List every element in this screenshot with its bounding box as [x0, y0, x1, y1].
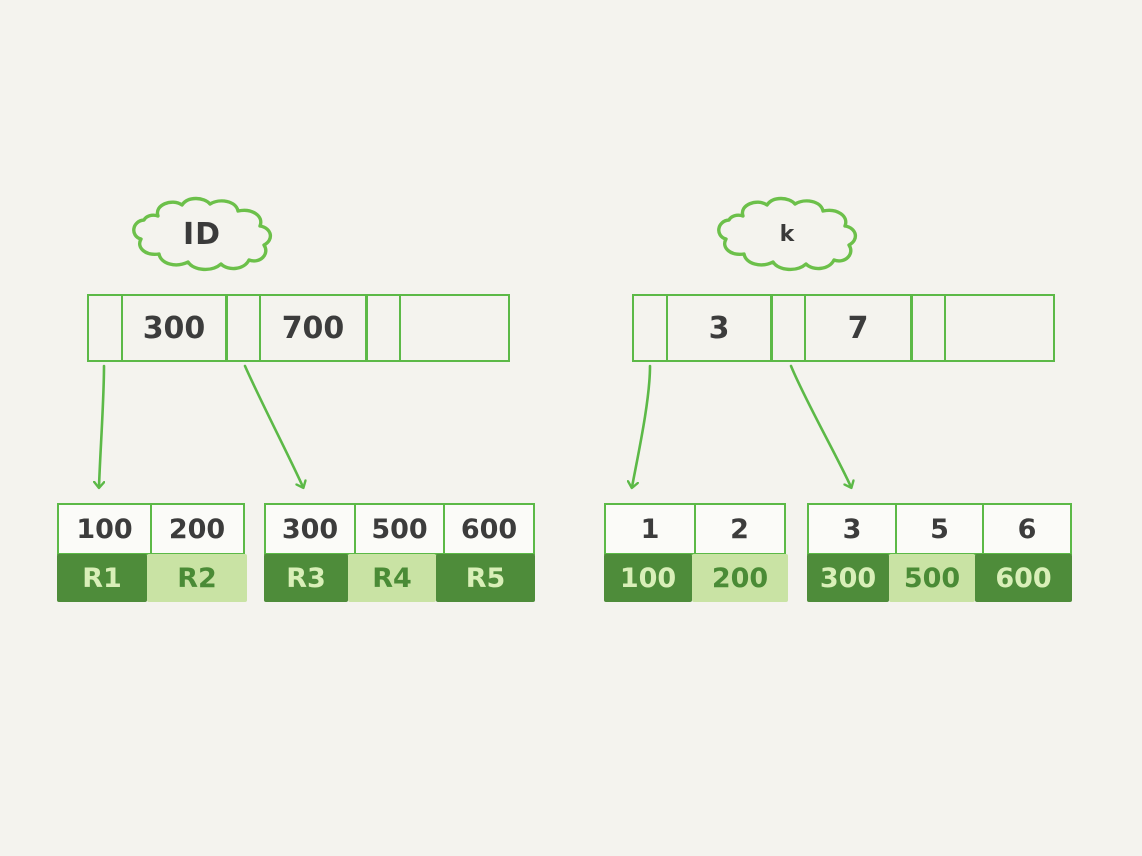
id-root-node: 300 700	[87, 294, 510, 362]
k-leaf-2-key-2: 6	[982, 503, 1072, 555]
arrow-k-root-to-leaf3	[632, 364, 652, 487]
id-leaf-1-key-1: 200	[149, 503, 245, 555]
k-leaf-2-value-2: 600	[975, 554, 1072, 602]
arrow-id-root-to-leaf1	[99, 364, 106, 487]
cloud-label-id: ID	[128, 196, 276, 274]
k-root-empty-slot	[943, 294, 1055, 362]
k-leaf-node-1: 1 2 100 200	[604, 503, 788, 602]
k-leaf-1-key-1: 2	[693, 503, 786, 555]
id-leaf-2-value-2: R5	[436, 554, 535, 602]
id-leaf-node-2: 300 500 600 R3 R4 R5	[264, 503, 535, 602]
id-root-key-300: 300	[120, 294, 228, 362]
cloud-label-id-text: ID	[182, 216, 222, 252]
id-leaf-2-value-row: R3 R4 R5	[264, 554, 535, 602]
id-root-pointer-1[interactable]	[225, 294, 261, 362]
id-leaf-2-value-1: R4	[348, 554, 436, 602]
k-leaf-node-2: 3 5 6 300 500 600	[807, 503, 1072, 602]
k-leaf-2-key-1: 5	[894, 503, 985, 555]
k-root-pointer-2[interactable]	[910, 294, 946, 362]
id-leaf-2-key-2: 600	[443, 503, 535, 555]
id-root-key-700: 700	[258, 294, 368, 362]
k-leaf-1-key-row: 1 2	[604, 503, 788, 555]
id-leaf-1-value-0: R1	[57, 554, 147, 602]
id-leaf-2-value-0: R3	[264, 554, 348, 602]
cloud-outline-icon	[717, 196, 857, 272]
k-leaf-1-value-row: 100 200	[604, 554, 788, 602]
arrow-id-root-to-leaf2	[243, 364, 303, 487]
id-leaf-2-key-0: 300	[264, 503, 356, 555]
k-root-pointer-0[interactable]	[632, 294, 668, 362]
k-root-pointer-1[interactable]	[770, 294, 806, 362]
k-leaf-2-key-0: 3	[807, 503, 897, 555]
k-leaf-2-key-row: 3 5 6	[807, 503, 1072, 555]
id-leaf-node-1: 100 200 R1 R2	[57, 503, 247, 602]
k-leaf-2-value-row: 300 500 600	[807, 554, 1072, 602]
k-leaf-2-value-1: 500	[889, 554, 975, 602]
id-leaf-2-key-1: 500	[353, 503, 446, 555]
k-root-key-3: 3	[665, 294, 773, 362]
cloud-label-k-text: k	[779, 221, 795, 247]
arrow-k-root-to-leaf4	[789, 364, 851, 487]
id-root-pointer-2[interactable]	[365, 294, 401, 362]
id-root-empty-slot	[398, 294, 510, 362]
k-leaf-1-key-0: 1	[604, 503, 696, 555]
k-root-key-7: 7	[803, 294, 913, 362]
id-leaf-1-value-row: R1 R2	[57, 554, 247, 602]
k-root-node: 3 7	[632, 294, 1055, 362]
id-leaf-1-key-row: 100 200	[57, 503, 247, 555]
id-leaf-2-key-row: 300 500 600	[264, 503, 535, 555]
id-leaf-1-value-1: R2	[147, 554, 247, 602]
k-leaf-1-value-1: 200	[692, 554, 788, 602]
cloud-label-k: k	[713, 196, 861, 274]
k-leaf-2-value-0: 300	[807, 554, 889, 602]
id-leaf-1-key-0: 100	[57, 503, 152, 555]
id-root-pointer-0[interactable]	[87, 294, 123, 362]
k-leaf-1-value-0: 100	[604, 554, 692, 602]
cloud-outline-icon	[132, 196, 272, 272]
